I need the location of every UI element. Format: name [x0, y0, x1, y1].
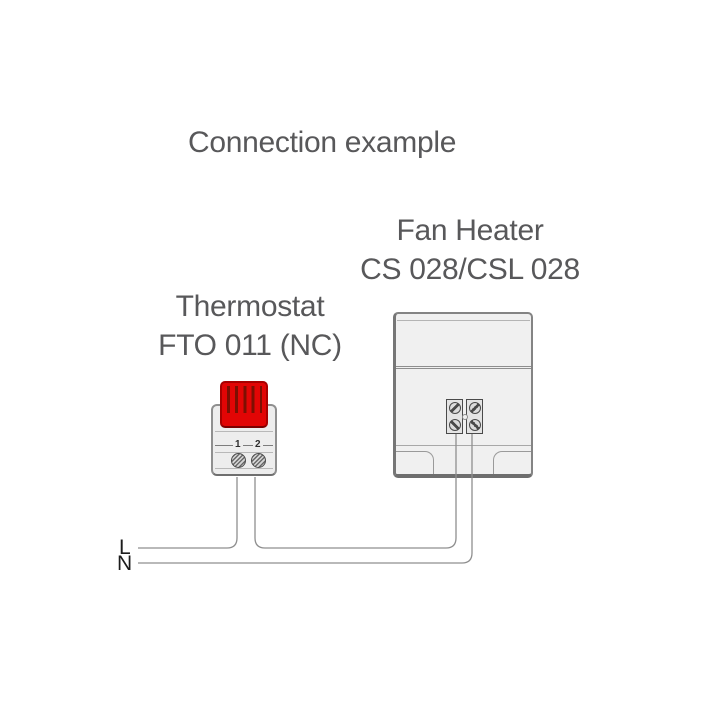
screw-icon	[468, 402, 481, 415]
neutral-line-label: N	[117, 552, 133, 575]
screw-icon	[448, 402, 461, 415]
terminal-label-line	[215, 445, 273, 446]
knob-ridges	[227, 386, 262, 413]
screw-icon	[448, 418, 461, 431]
page-title: Connection example	[188, 126, 457, 159]
screw-icon	[468, 418, 481, 431]
heater-foot-right	[493, 451, 531, 474]
heater-top-seam	[397, 320, 530, 321]
heater-terminal-block	[446, 399, 484, 434]
thermostat-device: 1 2	[211, 381, 279, 477]
fan-heater-name: Fan Heater	[396, 214, 544, 247]
panel-line	[215, 468, 273, 469]
panel-line	[215, 452, 273, 453]
terminal-1-label: 1	[233, 438, 243, 451]
heater-divider-seam	[396, 366, 531, 369]
heater-base-line	[396, 445, 531, 446]
heater-foot-left	[396, 451, 434, 474]
wire-neutral	[138, 433, 473, 564]
wire-live	[138, 477, 238, 549]
thermostat-name: Thermostat	[175, 290, 325, 323]
thermostat-model: FTO 011 (NC)	[158, 329, 342, 362]
fan-heater-device	[393, 312, 533, 478]
screw-terminal-1-icon	[231, 453, 246, 468]
heater-terminal-strip-right	[466, 399, 483, 434]
terminal-2-label: 2	[253, 438, 263, 451]
screw-terminal-2-icon	[251, 453, 266, 468]
live-line-label: L	[119, 536, 131, 559]
fan-heater-model: CS 028/CSL 028	[360, 253, 580, 286]
terminal-block-hole	[462, 413, 468, 420]
wire-switched	[254, 433, 457, 549]
panel-line	[215, 431, 273, 432]
thermostat-label: Thermostat FTO 011 (NC)	[130, 287, 370, 365]
thermostat-knob	[220, 381, 268, 428]
fan-heater-label: Fan Heater CS 028/CSL 028	[350, 211, 590, 289]
heater-terminal-strip-left	[446, 399, 463, 434]
